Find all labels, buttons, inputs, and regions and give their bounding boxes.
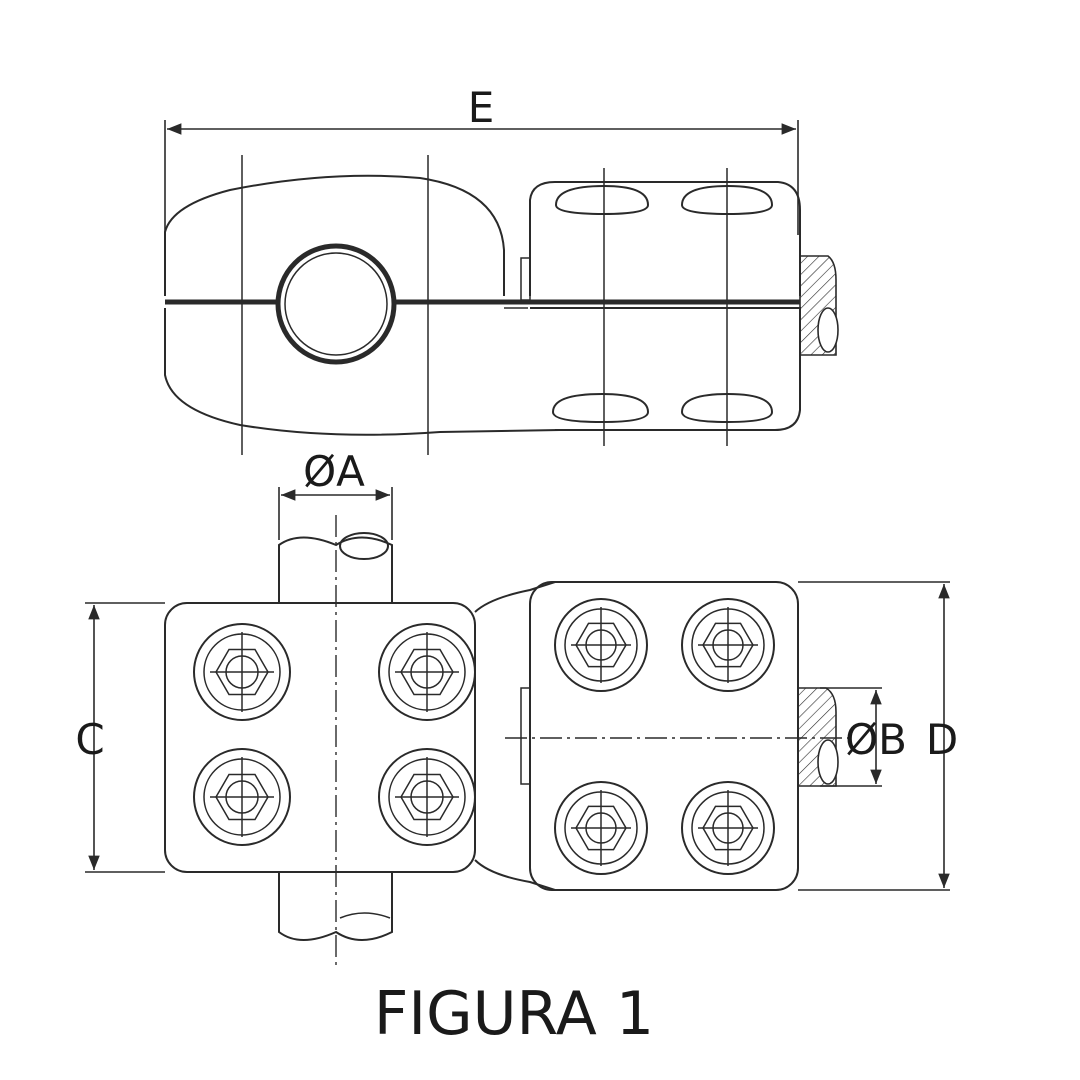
- dimension-c: [85, 602, 165, 873]
- bolt-head: [681, 598, 775, 692]
- washer-shim-plan: [520, 687, 531, 785]
- right-pad-upper: [529, 181, 801, 296]
- conductor-a-bottom: [278, 872, 393, 941]
- bolt-head: [193, 748, 291, 846]
- dimension-e: [164, 120, 799, 235]
- label-diameter-b: ØB: [845, 715, 907, 764]
- bolt-head-ellipses-top: [554, 184, 774, 216]
- bolt-head-ellipses-bottom: [551, 392, 774, 424]
- bolt-head: [193, 623, 291, 721]
- figure-caption: FIGURA 1: [374, 979, 654, 1049]
- top-view: [164, 120, 839, 455]
- washer-shim: [520, 257, 531, 301]
- dimension-d: [798, 581, 950, 891]
- left-clamp-upper: [164, 174, 505, 296]
- bolt-head: [554, 781, 648, 875]
- right-terminal-plate: [529, 581, 799, 891]
- bolt-head: [681, 781, 775, 875]
- conductor-b-stub-top: [799, 255, 839, 356]
- label-e: E: [468, 83, 495, 132]
- bolt-head: [378, 623, 476, 721]
- dimension-a: [278, 487, 393, 540]
- right-pad-lower: [530, 307, 801, 431]
- label-c: C: [75, 715, 104, 764]
- bolt-heads: [193, 598, 775, 875]
- label-d: D: [926, 715, 958, 764]
- bolt-head: [554, 598, 648, 692]
- conductor-b-stub-plan: [797, 687, 839, 787]
- label-diameter-a: ØA: [303, 447, 365, 496]
- neck: [474, 581, 556, 891]
- bolt-head: [378, 748, 476, 846]
- bottom-view: [85, 487, 950, 968]
- left-clamp-plate: [164, 602, 476, 873]
- left-clamp-lower: [164, 308, 561, 436]
- conductor-a-section: [275, 243, 397, 365]
